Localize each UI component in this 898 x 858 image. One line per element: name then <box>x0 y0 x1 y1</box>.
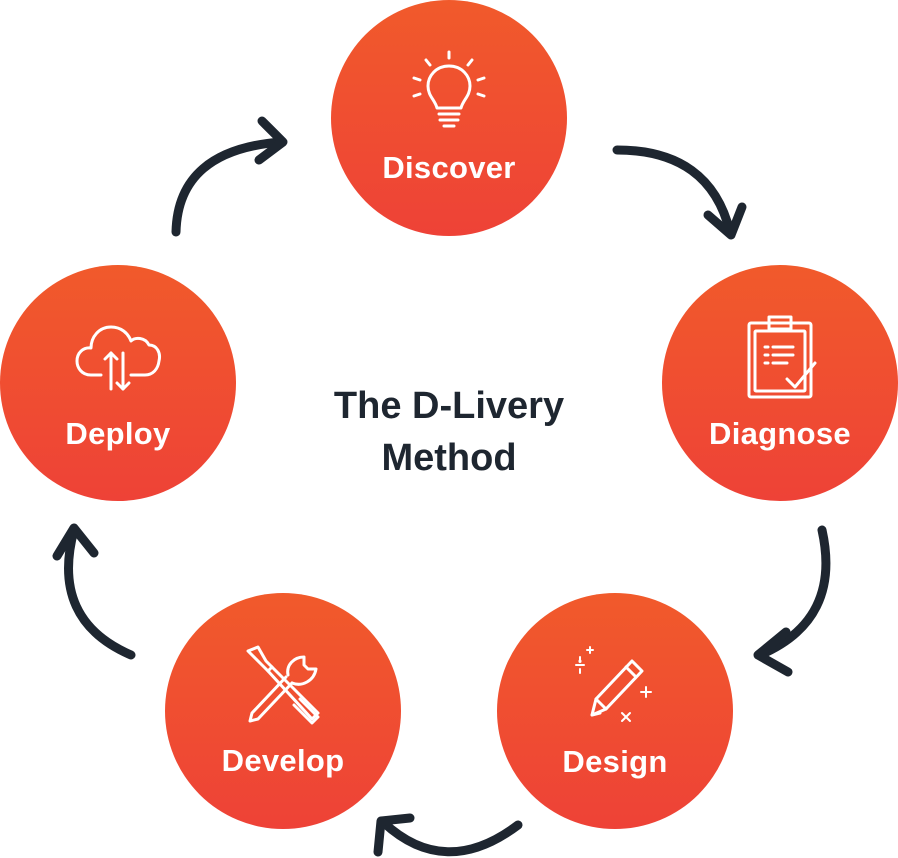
arrow-discover-to-diagnose <box>612 145 747 240</box>
step-diagnose: Diagnose <box>662 265 898 501</box>
pencil-sparkle-icon <box>570 641 660 731</box>
step-label: Discover <box>382 150 516 185</box>
lightbulb-icon <box>404 50 494 140</box>
clipboard-check-icon <box>735 311 825 401</box>
title-line-2: Method <box>381 437 517 479</box>
step-deploy: Deploy <box>0 265 236 501</box>
step-develop: Develop <box>165 593 401 829</box>
step-design: Design <box>497 593 733 829</box>
step-label: Develop <box>221 743 345 778</box>
arrow-design-to-develop <box>373 813 523 857</box>
step-label: Diagnose <box>709 416 851 451</box>
arrow-deploy-to-discover <box>171 116 288 237</box>
arrow-develop-to-deploy <box>52 523 136 660</box>
arrow-diagnose-to-design <box>753 525 831 677</box>
cloud-transfer-icon <box>73 313 163 403</box>
step-label: Deploy <box>65 416 171 451</box>
step-label: Design <box>562 744 668 779</box>
tools-icon <box>238 643 328 733</box>
diagram-title: The D-Livery Method <box>249 380 649 484</box>
step-discover: Discover <box>331 0 567 236</box>
title-line-1: The D-Livery <box>333 385 565 427</box>
